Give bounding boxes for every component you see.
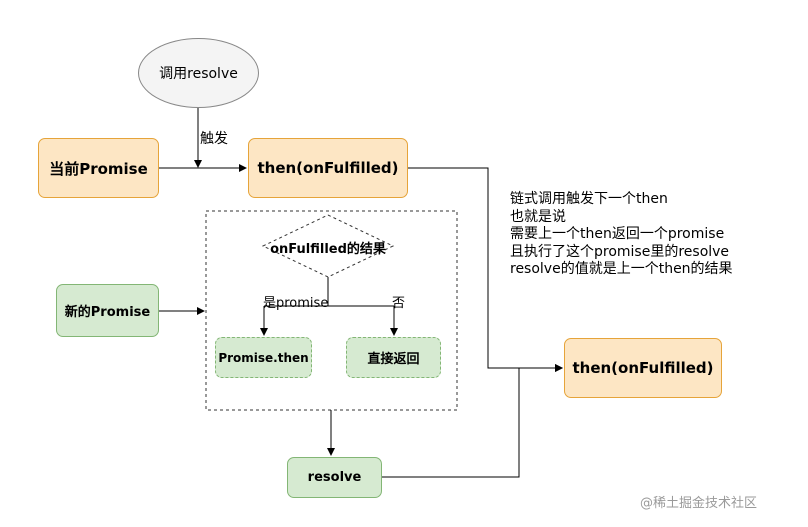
dashed-group-frame	[205, 210, 458, 411]
decision-label: onFulfilled的结果	[270, 242, 386, 257]
call-resolve-ellipse: 调用resolve	[138, 38, 259, 108]
new-promise-label: 新的Promise	[64, 305, 151, 320]
current-promise-node: 当前Promise	[38, 138, 159, 198]
new-promise-node: 新的Promise	[56, 284, 159, 337]
then-onfulfilled-node-top: then(onFulfilled)	[248, 138, 408, 198]
note-line: 也就是说	[510, 208, 566, 225]
note-line: 且执行了这个promise里的resolve	[510, 243, 730, 260]
call-resolve-label: 调用resolve	[159, 66, 238, 82]
then-right-label: then(onFulfilled)	[572, 359, 714, 377]
no-label: 否	[392, 296, 406, 311]
note-line: 链式调用触发下一个then	[510, 191, 668, 207]
then-onfulfilled-node-right: then(onFulfilled)	[564, 338, 722, 398]
decision-diamond	[261, 214, 395, 278]
note-line: 需要上一个then返回一个promise	[510, 226, 725, 242]
direct-return-node: 直接返回	[346, 337, 441, 378]
note-line: resolve的值就是上一个then的结果	[510, 261, 733, 277]
direct-return-label: 直接返回	[367, 352, 420, 367]
resolve-node: resolve	[287, 457, 382, 498]
promise-then-label: Promise.then	[218, 350, 309, 365]
then-top-label: then(onFulfilled)	[257, 159, 399, 177]
resolve-label: resolve	[307, 470, 362, 485]
yes-promise-label: 是promise	[263, 296, 329, 311]
promise-then-node: Promise.then	[215, 337, 312, 378]
watermark-text: @稀土掘金技术社区	[640, 496, 758, 511]
arrow-resolve-to-then	[382, 364, 563, 478]
trigger-label: 触发	[200, 131, 228, 147]
current-promise-label: 当前Promise	[49, 159, 148, 178]
chain-explanation-note: 链式调用触发下一个then 也就是说 需要上一个then返回一个promise …	[510, 191, 733, 279]
